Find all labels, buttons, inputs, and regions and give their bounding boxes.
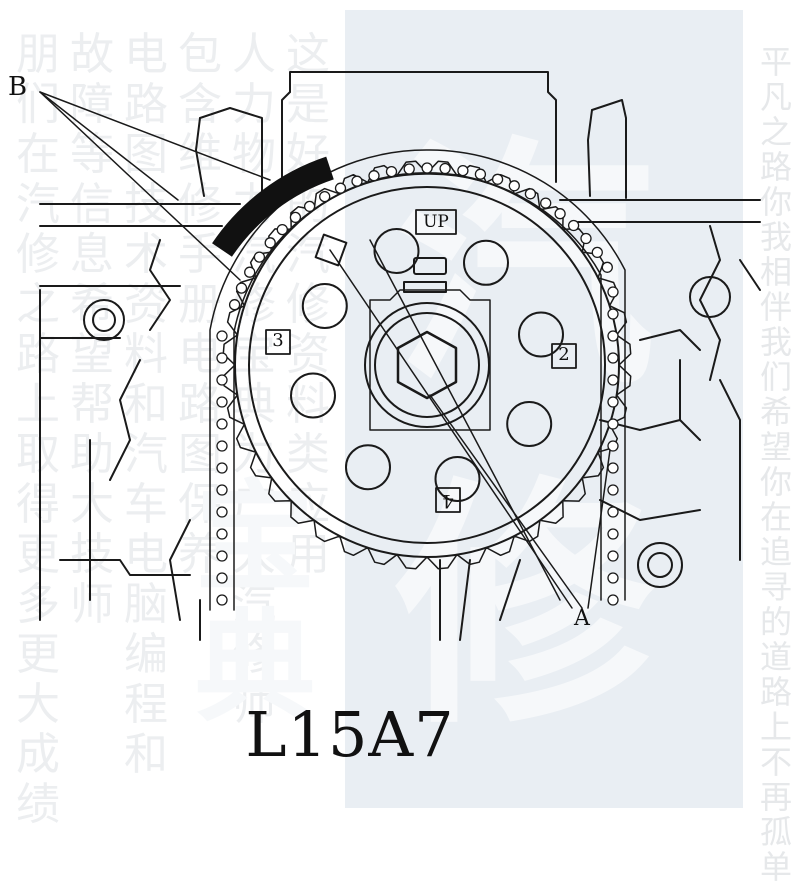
chain-pin: [216, 484, 228, 496]
label-mark-4: 4: [442, 490, 454, 511]
sprocket-hole: [373, 228, 420, 274]
sprocket-hole: [345, 444, 391, 491]
chain-pin: [607, 330, 619, 342]
chain-pin: [607, 440, 619, 452]
label-b: B: [8, 72, 28, 102]
chain-pin: [491, 173, 504, 185]
chain-pin: [235, 282, 248, 294]
chain-pin: [607, 462, 619, 474]
chain-pin: [554, 208, 566, 220]
chain-marked-links: [212, 156, 334, 257]
chain-pin: [228, 299, 241, 311]
chain-pin: [216, 506, 228, 518]
chain-pin: [216, 396, 228, 408]
label-mark-2: 2: [558, 344, 570, 365]
chain-pin: [439, 162, 451, 175]
chain-pin: [607, 374, 619, 386]
timing-chain: [209, 149, 626, 611]
chain-pin: [580, 232, 592, 245]
sprocket-hole: [434, 456, 481, 502]
chain-pin: [216, 374, 228, 386]
chain-pin: [216, 572, 228, 584]
engine-code-caption: L15A7: [245, 698, 455, 771]
chain-pin: [474, 168, 487, 180]
chain-pin: [607, 572, 619, 584]
diagram-stage: 朋们在汽修之路上取得更多更大成绩 故障等信息希望帮助大技师 电路图技术资料和汽车…: [8, 10, 792, 885]
chain-pin: [591, 246, 603, 259]
chain-pin: [289, 211, 302, 224]
sprocket-hole: [518, 311, 564, 358]
chain-pin: [216, 462, 228, 474]
chain-pin: [334, 182, 347, 194]
chain-pin: [601, 261, 613, 273]
sprocket-hole: [290, 372, 336, 419]
chain-pin: [216, 330, 228, 342]
timing-mark-square: [314, 233, 348, 267]
side-bolt-bosses: [83, 276, 731, 588]
chain-pin: [607, 396, 619, 408]
chain-pin: [457, 164, 469, 177]
chain-pin: [244, 266, 256, 278]
sprocket-hole: [463, 239, 509, 286]
timing-chain-drawing: [39, 71, 761, 641]
chain-pin: [216, 594, 228, 606]
chain-pin: [216, 352, 228, 364]
chain-pin: [421, 162, 433, 174]
chain-pin: [216, 418, 228, 430]
engine-block-outline: [39, 71, 761, 641]
chain-pin: [607, 418, 619, 430]
chain-pin: [607, 286, 619, 298]
chain-pin: [540, 197, 552, 209]
chain-pin: [567, 219, 580, 232]
sprocket-hole: [506, 401, 553, 447]
watermark-column-1: 朋们在汽修之路上取得更多更大成绩: [16, 29, 60, 830]
watermark-char-bao: 宝: [195, 469, 315, 608]
chain-pin: [264, 237, 276, 249]
label-mark-3: 3: [272, 330, 284, 351]
label-up-mark: UP: [423, 212, 449, 232]
chain-pin: [607, 308, 619, 320]
leader-lines: [39, 91, 611, 609]
mark-boxes: [265, 209, 577, 513]
chain-pin: [276, 223, 288, 236]
chain-pin: [319, 190, 331, 203]
label-a: A: [574, 606, 590, 631]
chain-pin: [385, 165, 398, 178]
watermark-char-dian: 典: [195, 599, 315, 738]
chain-pin: [216, 528, 228, 540]
chain-pin: [253, 251, 266, 263]
chain-pin: [607, 594, 619, 606]
chain-pin: [607, 550, 619, 562]
chain-pin: [403, 163, 415, 175]
watermark-column-3: 电路图技术资料和汽车电脑编程和: [124, 29, 168, 780]
chain-pin: [216, 550, 228, 562]
chain-pin: [303, 200, 316, 213]
chain-pin: [216, 440, 228, 452]
chain-pin: [607, 506, 619, 518]
chain-pin: [607, 484, 619, 496]
chain-pin: [607, 352, 619, 364]
chain-pin: [368, 170, 380, 182]
sprocket-holes: [290, 228, 564, 502]
chain-pin: [524, 188, 537, 200]
chain-pins: [216, 162, 619, 606]
chain-pin: [607, 528, 619, 540]
chain-pin: [508, 180, 520, 192]
chain-pin: [351, 175, 363, 187]
sprocket-hole: [301, 283, 348, 329]
